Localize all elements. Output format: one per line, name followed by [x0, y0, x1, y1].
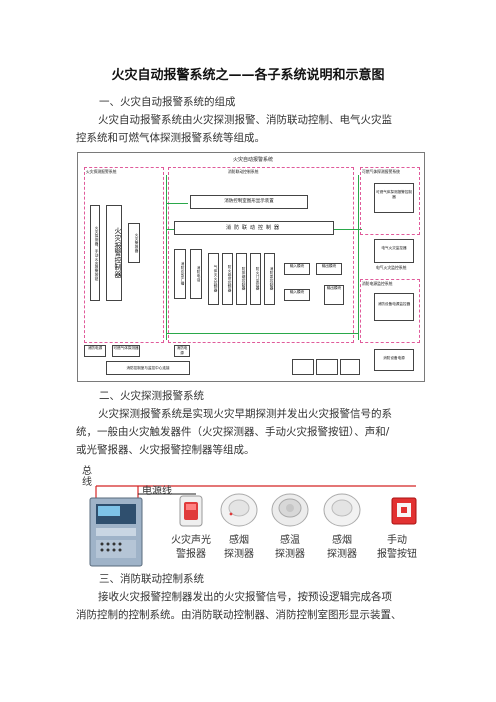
graphic-display-box: 消防控制室图形显示装置	[190, 195, 308, 209]
bottom-box-equip-1	[292, 359, 314, 375]
bottom-box-center-link: 消防控制室与监控中心连接	[106, 361, 190, 375]
bottom-box-equip-power: 消防设备电源	[374, 349, 414, 371]
bottom-box-power-2: 消防电源	[174, 345, 190, 357]
gas-extinguish-box: 气体灭火控制器	[208, 253, 219, 305]
bottom-box-equip-2	[316, 359, 338, 375]
shutter-box: 防火卷帘控制器	[222, 253, 233, 305]
smoke-detector-icon	[220, 493, 258, 527]
para-2-line2: 统，一般由火灾触发器件（火灾探测器、手动火灾报警按钮）、声和/	[76, 426, 390, 438]
bottom-box-equip-3	[340, 359, 360, 375]
sys-power-label: 消防电源监控系统	[362, 281, 393, 286]
output-module-box: 输出模块	[324, 285, 344, 305]
sys-gas-label: 可燃气体探测报警系统	[362, 169, 400, 174]
sys-elec-fire-label: 电气火灾监控系统	[376, 265, 407, 270]
bus-line	[166, 203, 188, 204]
fire-phone-box: 消防电话	[190, 249, 202, 299]
heading-2: 二、火灾探测报警系统	[99, 390, 204, 402]
sounder-strobe-icon	[179, 495, 203, 527]
system-diagram: 火灾自动报警系统 火灾探测报警系统 消防联动控制系统 可燃气体探测报警系统 消防…	[77, 152, 425, 382]
bus-line	[166, 175, 167, 340]
device-caption: 感烟探测器	[224, 535, 254, 560]
bus-line	[166, 333, 359, 334]
para-3-line1: 接收火灾报警控制器发出的火灾报警信号，按预设逻辑完成各项	[98, 591, 392, 603]
bottom-box-gas-detector: 可燃气体探测器	[112, 345, 140, 357]
para-1-line1: 火灾自动报警系统由火灾探测报警、消防联动控制、电气火灾监	[98, 114, 392, 126]
heading-3: 三、消防联动控制系统	[99, 573, 204, 585]
linkage-group	[168, 167, 354, 343]
bus-line	[358, 175, 359, 340]
smoke-exhaust-box: 防排烟控制器	[236, 253, 247, 305]
heading-1: 一、火灾自动报警系统的组成	[99, 96, 236, 108]
fire-alarm-sounder: 火灾警报器	[128, 223, 140, 263]
input-module-box: 输入模块	[284, 289, 310, 301]
bus-label: 总 线	[82, 466, 92, 488]
bottom-box-power: 消防电源	[84, 345, 106, 357]
devices-svg	[89, 485, 417, 567]
manual-call-point-icon	[391, 497, 417, 525]
power-monitor-box: 消防设备电源监控器	[374, 293, 414, 321]
controller-cabinet-icon	[89, 497, 143, 567]
power-line-label: 电源线	[142, 486, 172, 497]
detector-column: 火灾探测器、手动火灾报警按钮	[90, 205, 100, 301]
elec-fire-monitor-box: 电气火灾监控器	[374, 239, 414, 263]
diagram-title: 火灾自动报警系统	[232, 157, 273, 163]
para-1-line2: 控系统和可燃气体探测报警系统等组成。	[76, 132, 265, 144]
input-module-box: 输入模块	[284, 263, 310, 275]
fire-door-box: 防火门监控器	[250, 253, 261, 305]
device-caption: 感烟探测器	[327, 535, 357, 560]
gas-controller-box: 可燃气体探测报警控制器	[374, 183, 414, 213]
heat-detector-icon	[271, 493, 309, 527]
para-2-line3: 或光警报器、火灾报警控制器等组成。	[76, 444, 255, 456]
page-title: 火灾自动报警系统之——各子系统说明和示意图	[111, 68, 385, 83]
detect-group	[84, 167, 164, 343]
linkage-controller-box: 消防联动控制器	[174, 221, 334, 235]
device-caption: 火灾声光警报器	[171, 535, 211, 560]
detection-devices-diagram: 总 线 电源线 火灾声光警报器 感烟探测器 感温探测器 感烟探测器 手动报警按钮	[76, 464, 424, 569]
para-2-line1: 火灾探测报警系统是实现火灾早期探测并发出火灾报警信号的系	[98, 408, 392, 420]
device-caption: 手动报警按钮	[377, 535, 417, 560]
fire-alarm-controller: 火灾报警控制器	[106, 205, 122, 301]
smoke-detector-icon	[323, 493, 361, 527]
sys-link-label: 消防联动控制系统	[228, 169, 259, 174]
power-group	[360, 279, 420, 343]
fire-pump-box: 消防泵控制器	[264, 253, 275, 305]
emergency-broadcast-box: 消防应急广播	[174, 249, 186, 299]
output-module-box: 输出模块	[316, 263, 342, 275]
para-3-line2: 消防控制的控制系统。由消防联动控制器、消防控制室图形显示装置、	[76, 609, 402, 621]
gas-group	[360, 167, 420, 235]
device-caption: 感温探测器	[275, 535, 305, 560]
sys-detect-label: 火灾探测报警系统	[86, 169, 117, 174]
